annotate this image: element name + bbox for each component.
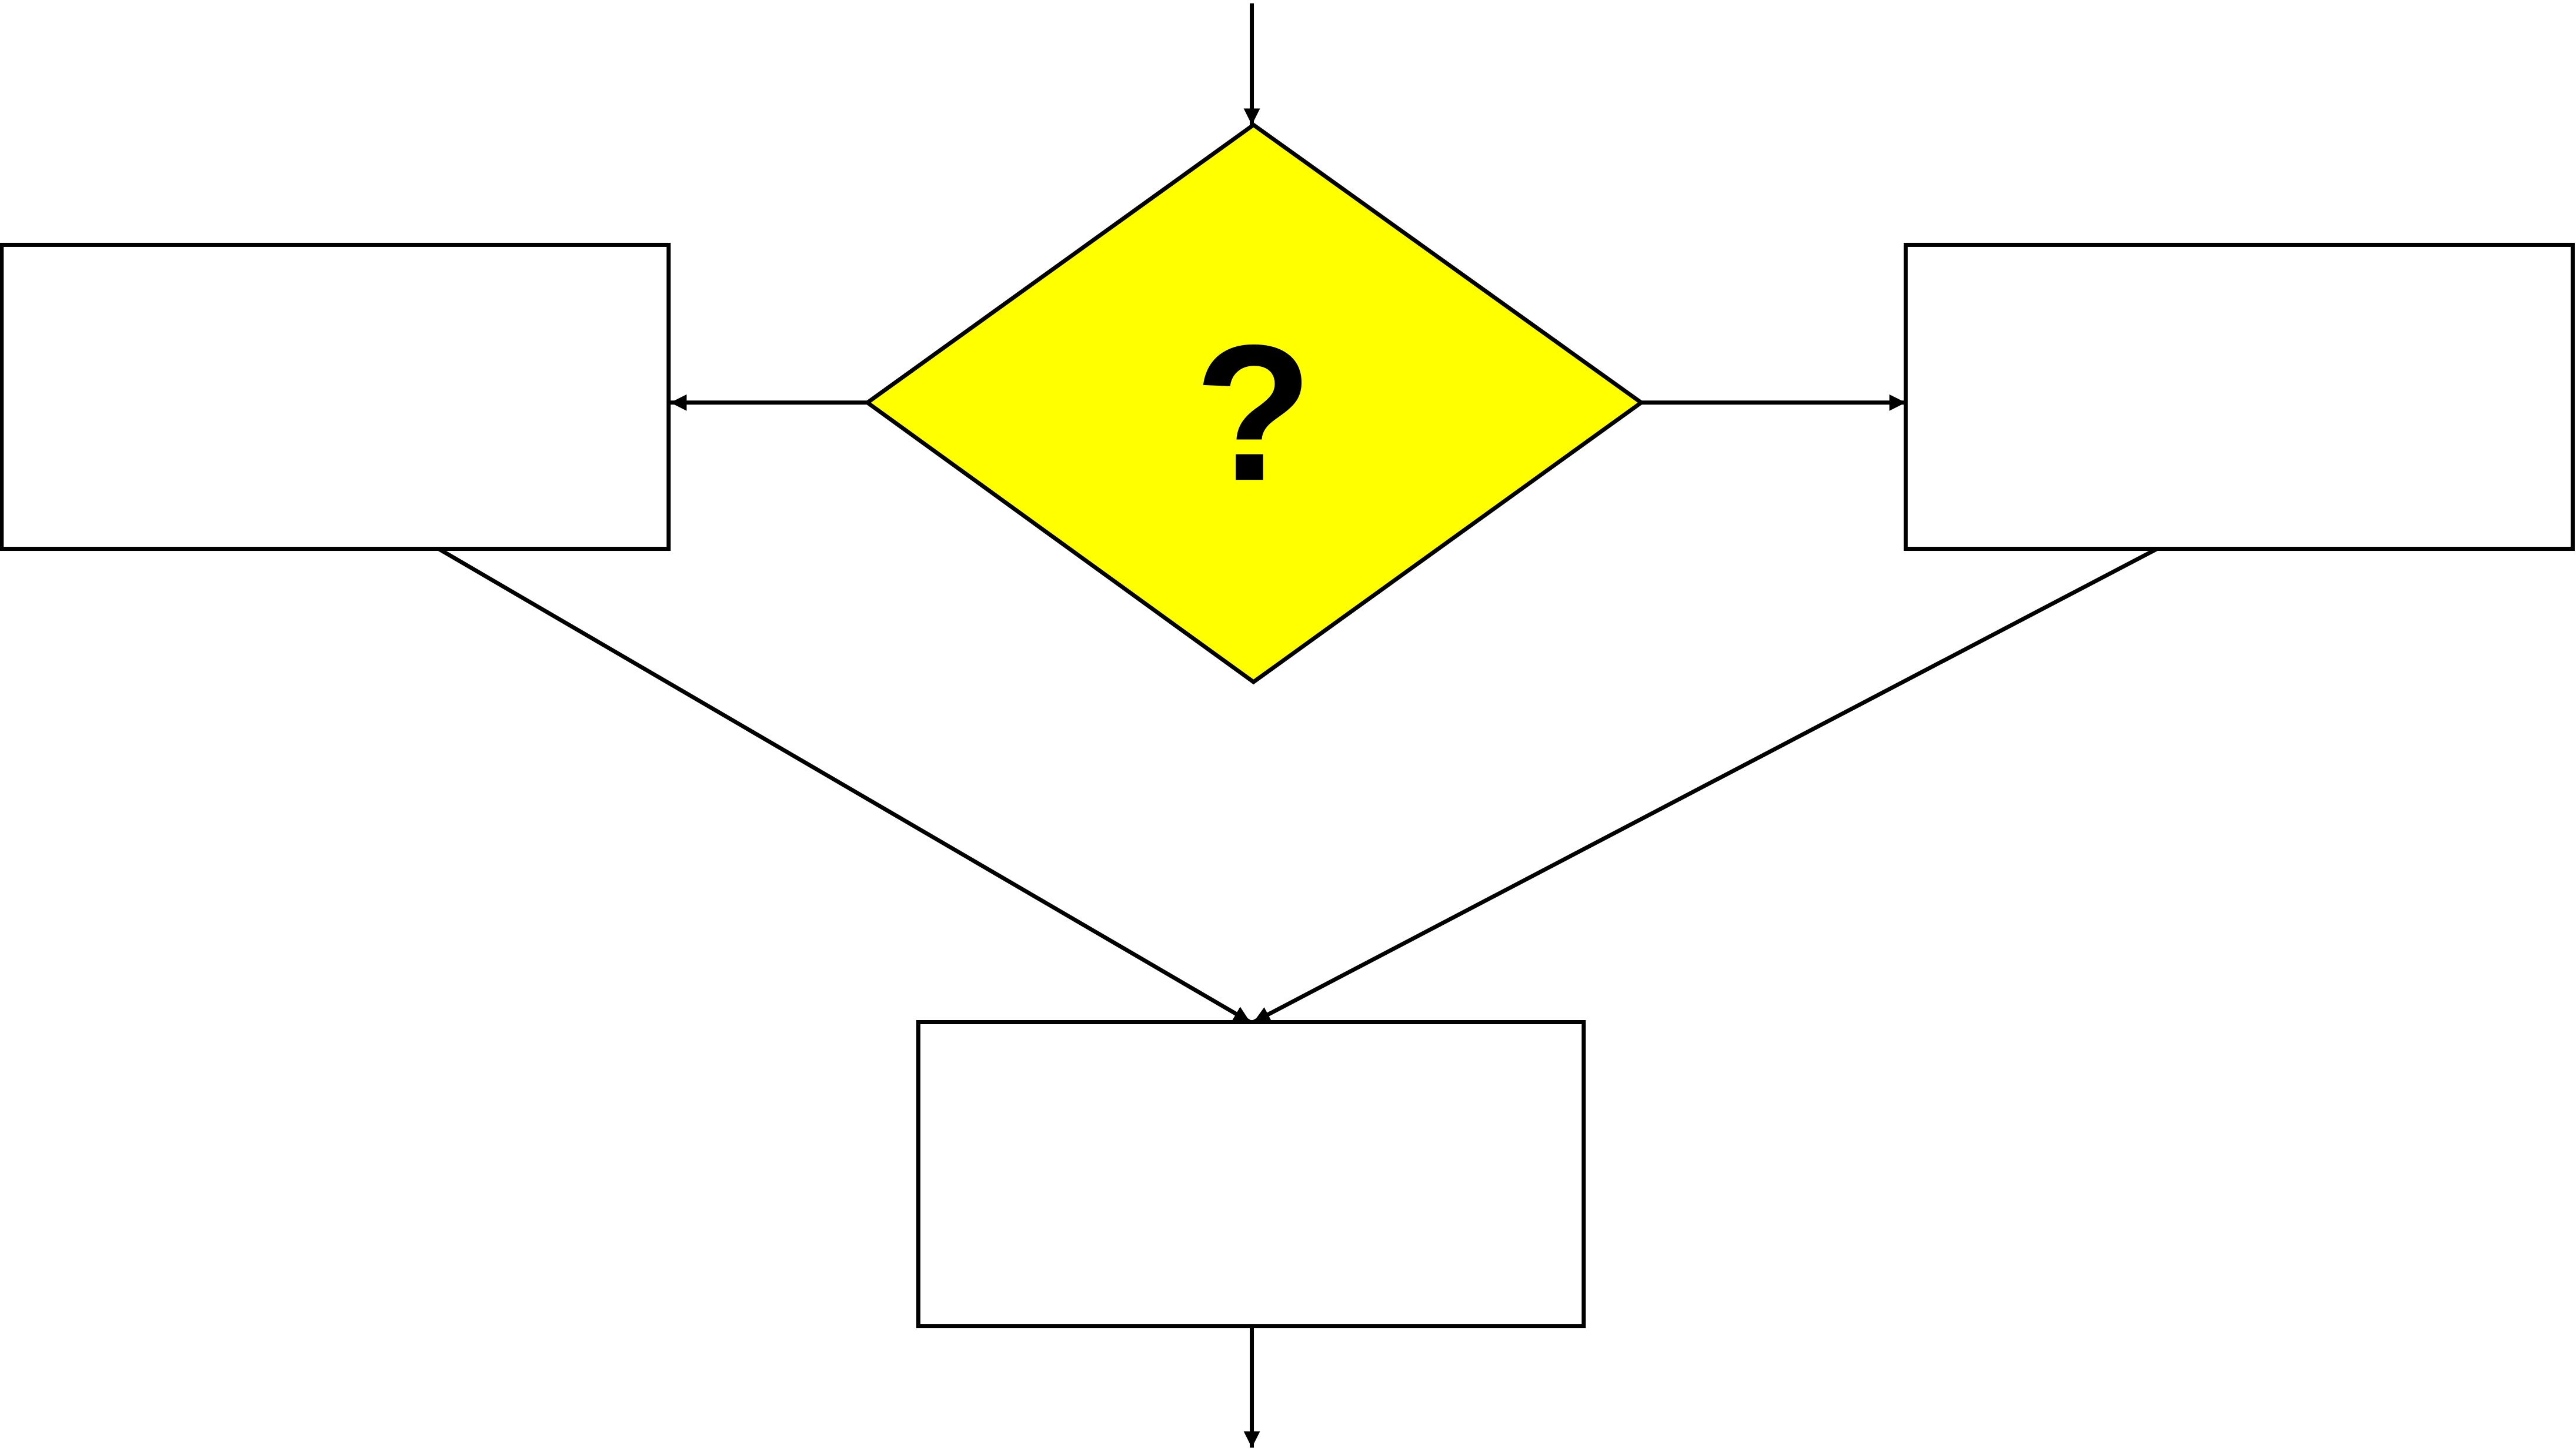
left-to-merge-arrow: [438, 547, 1252, 1024]
decision-question-mark: ?: [1194, 305, 1313, 521]
decision-diamond: [863, 122, 1645, 685]
left-process-box: [0, 242, 671, 551]
right-to-merge-arrow: [1252, 547, 2158, 1024]
right-process-box: [1903, 242, 2575, 551]
merge-process-box: [916, 1020, 1586, 1329]
